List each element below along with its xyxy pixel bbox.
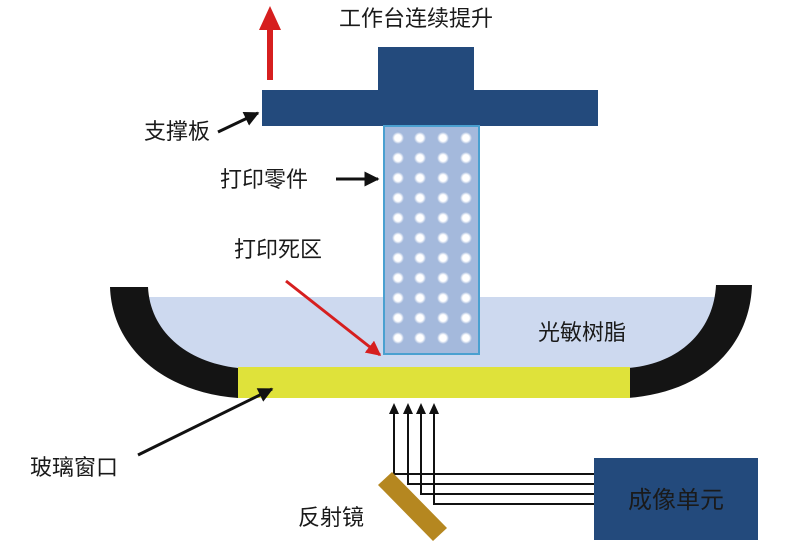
part-dot xyxy=(437,252,449,264)
part-dot xyxy=(392,152,404,164)
part-dot xyxy=(460,232,472,244)
part-dot xyxy=(437,292,449,304)
support-plate xyxy=(262,90,598,126)
part-dot xyxy=(414,152,426,164)
lift-arrow xyxy=(259,6,281,80)
part-dot xyxy=(414,292,426,304)
printed-part xyxy=(383,125,480,355)
glass-window xyxy=(238,367,630,398)
part-dot xyxy=(392,232,404,244)
part-dot xyxy=(460,312,472,324)
part-dot xyxy=(460,132,472,144)
dead-zone-label: 打印死区 xyxy=(234,238,322,263)
light-ray-heads xyxy=(389,403,439,414)
printed-part-label: 打印零件 xyxy=(220,168,308,193)
part-dot xyxy=(437,132,449,144)
part-dot xyxy=(460,212,472,224)
lift-label: 工作台连续提升 xyxy=(339,7,493,32)
printed-part-texture xyxy=(392,132,472,344)
part-dot xyxy=(414,192,426,204)
glass-window-label: 玻璃窗口 xyxy=(30,456,118,481)
part-dot xyxy=(414,132,426,144)
mirror xyxy=(378,472,447,541)
part-dot xyxy=(437,172,449,184)
part-dot xyxy=(392,272,404,284)
part-dot xyxy=(437,312,449,324)
part-dot xyxy=(392,252,404,264)
part-dot xyxy=(414,232,426,244)
part-dot xyxy=(414,312,426,324)
imaging-unit xyxy=(594,458,758,540)
part-dot xyxy=(414,252,426,264)
platform-stem xyxy=(378,47,474,91)
part-dot xyxy=(414,212,426,224)
imaging-unit-label: 成像单元 xyxy=(628,486,724,514)
part-dot xyxy=(414,172,426,184)
mirror-label: 反射镜 xyxy=(298,506,364,531)
part-dot xyxy=(414,332,426,344)
arrow-up-icon xyxy=(416,403,426,414)
part-dot xyxy=(437,212,449,224)
part-dot xyxy=(460,332,472,344)
part-dot xyxy=(392,172,404,184)
part-dot xyxy=(437,192,449,204)
part-dot xyxy=(437,272,449,284)
part-dot xyxy=(460,272,472,284)
dead-zone-callout-arrow xyxy=(285,279,382,357)
resin-label: 光敏树脂 xyxy=(538,321,626,346)
support-plate-callout-arrow xyxy=(217,111,260,134)
part-dot xyxy=(460,192,472,204)
part-dot xyxy=(437,152,449,164)
arrow-up-icon xyxy=(389,403,399,414)
tank-left-wall xyxy=(110,287,238,398)
part-dot xyxy=(460,152,472,164)
part-dot xyxy=(392,312,404,324)
part-dot xyxy=(392,212,404,224)
tank-right-wall xyxy=(628,285,752,398)
light-paths xyxy=(393,410,594,505)
arrow-up-icon xyxy=(403,403,413,414)
part-dot xyxy=(437,232,449,244)
arrow-up-icon xyxy=(259,6,281,30)
part-dot xyxy=(392,332,404,344)
build-platform xyxy=(262,47,598,126)
part-dot xyxy=(392,192,404,204)
support-plate-label: 支撑板 xyxy=(144,120,210,145)
arrow-up-icon xyxy=(429,403,439,414)
part-dot xyxy=(437,332,449,344)
glass-window-callout-arrow xyxy=(137,387,274,457)
part-dot xyxy=(392,292,404,304)
part-dot xyxy=(460,292,472,304)
part-dot xyxy=(392,132,404,144)
part-dot xyxy=(414,272,426,284)
part-dot xyxy=(460,172,472,184)
part-dot xyxy=(460,252,472,264)
